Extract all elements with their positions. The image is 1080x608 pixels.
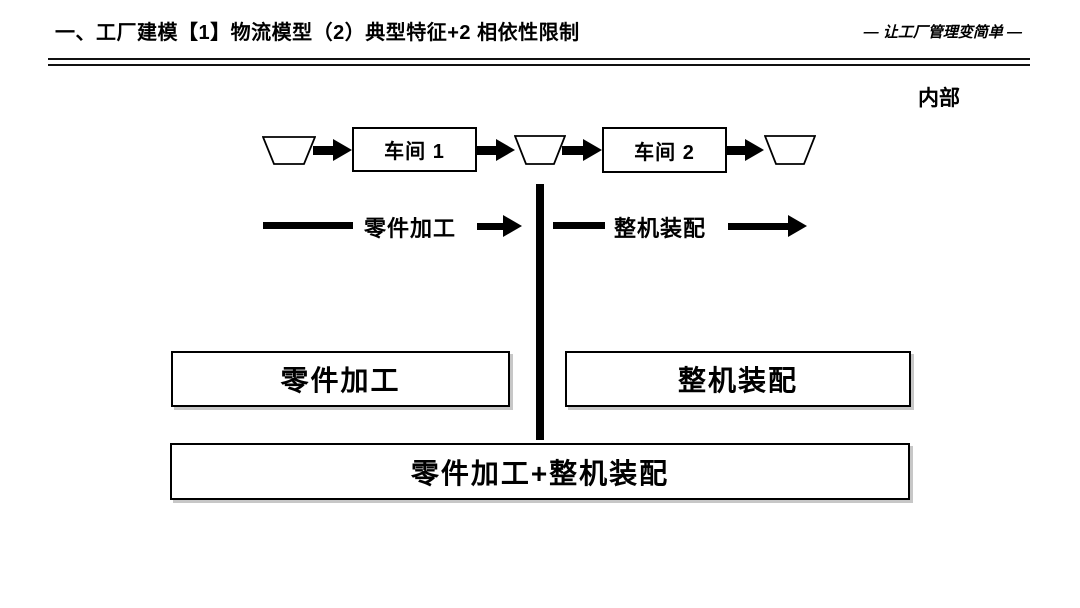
page-title: 一、工厂建模【1】物流模型（2）典型特征+2 相依性限制 [55,22,580,44]
workshop2-label: 车间 2 [634,141,695,164]
assembly-line-segment [553,222,605,229]
header-slogan: — 让工厂管理变简单 — [863,24,1022,41]
header-divider [48,58,1030,66]
assembly-stage-label: 整机装配 [613,216,706,241]
arrow-shaft [562,145,583,155]
inventory-trapezoid-icon [262,136,316,165]
parts-panel-label: 零件加工 [280,365,401,396]
inventory-trapezoid-icon [514,135,566,165]
arrow-head-icon [496,139,515,161]
flow-arrow [562,139,602,161]
assembly-panel: 整机装配 [565,351,911,407]
flow-arrow [477,139,515,161]
vertical-divider-line [536,184,544,440]
arrow-head-icon [788,215,807,237]
arrow-shaft [727,145,745,155]
arrow-head-icon [333,139,352,161]
arrow-shaft [728,222,788,230]
inventory-trapezoid-icon [764,135,816,165]
flow-arrow [727,139,764,161]
workshop1-box: 车间 1 [352,127,477,172]
workshop1-label: 车间 1 [384,141,445,163]
combined-panel-label: 零件加工+整机装配 [410,457,670,489]
arrow-head-icon [503,215,522,237]
parts-panel: 零件加工 [171,351,510,407]
internal-scope-label: 内部 [918,87,960,110]
parts-arrow [477,215,522,237]
arrow-shaft [477,145,496,155]
parts-stage-label: 零件加工 [363,216,456,241]
arrow-shaft [313,145,333,155]
parts-line-segment [263,222,353,229]
workshop2-box: 车间 2 [602,127,727,173]
arrow-shaft [477,222,503,230]
flow-arrow [313,139,352,161]
assembly-panel-label: 整机装配 [677,365,798,396]
arrow-head-icon [745,139,764,161]
combined-panel: 零件加工+整机装配 [170,443,910,500]
arrow-head-icon [583,139,602,161]
assembly-arrow [728,215,807,237]
